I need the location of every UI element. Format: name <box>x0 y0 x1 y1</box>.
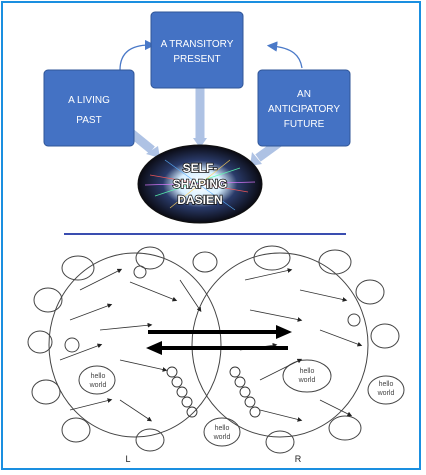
box-anticipatory-future-line1: AN <box>297 89 311 100</box>
box-anticipatory-future: AN ANTICIPATORY FUTURE <box>257 69 351 147</box>
world-label-bottom: world <box>213 434 231 441</box>
arrowhead-past <box>146 146 160 158</box>
arrowhead-future <box>250 152 262 166</box>
peripheral-bubbles <box>27 245 405 454</box>
world-label-right: world <box>298 377 316 384</box>
corpus-callosum-coils <box>166 366 261 418</box>
box-living-past-line2: PAST <box>76 115 101 126</box>
hello-label-far-right: hello <box>379 381 394 388</box>
right-hemisphere <box>191 252 369 438</box>
hello-label-bottom: hello <box>215 425 230 432</box>
box-transitory-present-line2: PRESENT <box>173 54 220 65</box>
center-label-line3: DASIEN <box>177 193 222 207</box>
box-transitory-present: A TRANSITORY PRESENT <box>150 11 244 89</box>
world-label-far-right: world <box>377 390 395 397</box>
center-label-line1: SELF- <box>183 161 218 175</box>
world-label-left: world <box>89 382 107 389</box>
box-anticipatory-future-line3: FUTURE <box>284 119 325 130</box>
hello-label-left: hello <box>91 373 106 380</box>
brain-diagram <box>27 245 405 454</box>
arrowhead-left <box>146 341 162 355</box>
self-shaping-dasien-node: SELF- SHAPING DASIEN <box>137 144 263 224</box>
nebula-streaks <box>144 159 256 211</box>
hemisphere-exchange-arrows <box>146 325 292 355</box>
left-hemisphere <box>48 252 222 438</box>
box-transitory-present-line1: A TRANSITORY <box>161 39 234 50</box>
neural-pathways <box>59 268 363 422</box>
arrowhead-right <box>276 325 292 339</box>
inflow-arrows <box>122 88 283 166</box>
curved-arrow-past-to-present <box>119 39 156 71</box>
right-hemisphere-label: R <box>295 454 302 464</box>
left-hemisphere-label: L <box>125 454 130 464</box>
hello-label-right: hello <box>300 368 315 375</box>
arrowhead-present <box>193 138 207 148</box>
image-border <box>1 1 421 470</box>
box-living-past-line1: A LIVING <box>68 95 110 106</box>
box-living-past: A LIVING PAST <box>43 69 135 147</box>
center-label-line2: SHAPING <box>173 177 228 191</box>
curved-arrow-future-to-present <box>266 41 303 69</box>
box-anticipatory-future-line2: ANTICIPATORY <box>268 104 340 115</box>
